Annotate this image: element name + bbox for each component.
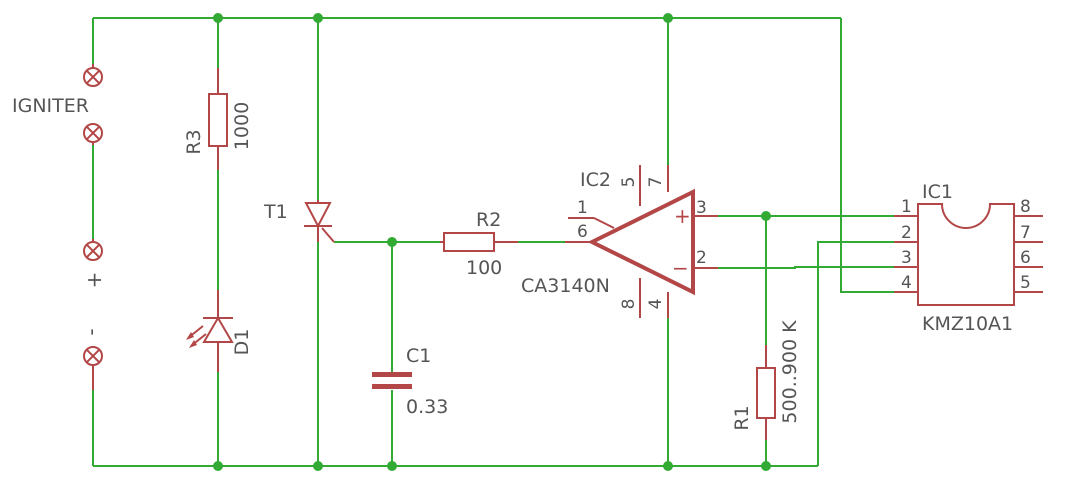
label-ic2-pin6: 6 xyxy=(577,222,588,242)
label-ic2-pin7: 7 xyxy=(646,177,666,188)
junction-bottom-opamp xyxy=(663,461,673,471)
label-r3-name: R3 xyxy=(183,129,205,154)
label-ic2-pin8: 8 xyxy=(619,299,639,310)
label-c1-value: 0.33 xyxy=(406,396,448,418)
wire-pin2-ic1-pin3 xyxy=(718,266,894,269)
label-r1-name: R1 xyxy=(731,405,753,430)
junction-bottom-r1 xyxy=(761,461,771,471)
label-plus: + xyxy=(82,272,106,289)
label-c1-name: C1 xyxy=(406,345,431,367)
label-ic2-pin1: 1 xyxy=(577,198,588,218)
led-light-arrows xyxy=(186,325,207,348)
ic1-package xyxy=(894,203,1043,306)
label-t1-name: T1 xyxy=(263,201,288,223)
junction-bottom-c1 xyxy=(387,461,397,471)
label-ic1-pin3: 3 xyxy=(901,248,912,268)
connector-igniter-2 xyxy=(83,123,103,145)
label-ic1-pin2: 2 xyxy=(901,223,912,243)
label-r2-value: 100 xyxy=(466,257,502,279)
thyristor-t1 xyxy=(304,200,335,243)
connector-igniter-1 xyxy=(83,64,103,87)
opamp-ic2 xyxy=(565,165,718,318)
label-ic2-part: CA3140N xyxy=(521,275,610,297)
junction-gate-c1 xyxy=(387,237,397,247)
resistor-r1 xyxy=(756,345,776,440)
label-ic1-pin8: 8 xyxy=(1020,197,1031,217)
label-minus: - xyxy=(79,328,103,335)
label-ic1-pin7: 7 xyxy=(1020,223,1031,243)
junctions xyxy=(213,13,771,471)
components xyxy=(83,64,1043,440)
label-ic1-part: KMZ10A1 xyxy=(922,313,1013,335)
label-r1-value: 500..900 K xyxy=(779,320,801,424)
wire-ic1-pin2-ground xyxy=(817,241,894,466)
label-d1-name: D1 xyxy=(231,329,253,356)
junction-top-r3 xyxy=(213,13,223,23)
led-d1 xyxy=(186,290,234,372)
label-opamp-plus: + xyxy=(674,204,691,228)
junction-top-t1 xyxy=(313,13,323,23)
label-opamp-minus: − xyxy=(672,256,689,280)
connector-plus xyxy=(83,239,103,261)
junction-bottom-d1 xyxy=(213,461,223,471)
wire-ic1-pin4-supply xyxy=(840,18,894,293)
label-ic2-pin3: 3 xyxy=(696,198,707,218)
label-ic2-pin2: 2 xyxy=(696,248,707,268)
thyristor-gate xyxy=(321,227,335,243)
label-ic1-pin5: 5 xyxy=(1020,273,1031,293)
label-ic2-name: IC2 xyxy=(580,169,611,191)
resistor-r3 xyxy=(208,68,228,170)
label-r2-name: R2 xyxy=(476,209,501,231)
label-ic1-pin1: 1 xyxy=(901,197,912,217)
label-ic1-name: IC1 xyxy=(922,181,953,203)
labels: IGNITER + - R3 1000 D1 T1 R2 100 C1 0.33… xyxy=(12,95,1031,431)
resistor-r2 xyxy=(440,232,518,252)
label-ic2-pin5: 5 xyxy=(619,177,639,188)
label-ic1-pin4: 4 xyxy=(901,273,912,293)
label-igniter: IGNITER xyxy=(12,95,89,117)
junction-top-opamp xyxy=(663,13,673,23)
label-r3-value: 1000 xyxy=(231,102,253,150)
label-ic1-pin6: 6 xyxy=(1020,248,1031,268)
junction-bottom-t1 xyxy=(313,461,323,471)
connector-minus xyxy=(83,346,103,390)
capacitor-c1 xyxy=(372,372,412,389)
label-ic2-pin4: 4 xyxy=(646,299,666,310)
junction-r1-top xyxy=(761,211,771,221)
